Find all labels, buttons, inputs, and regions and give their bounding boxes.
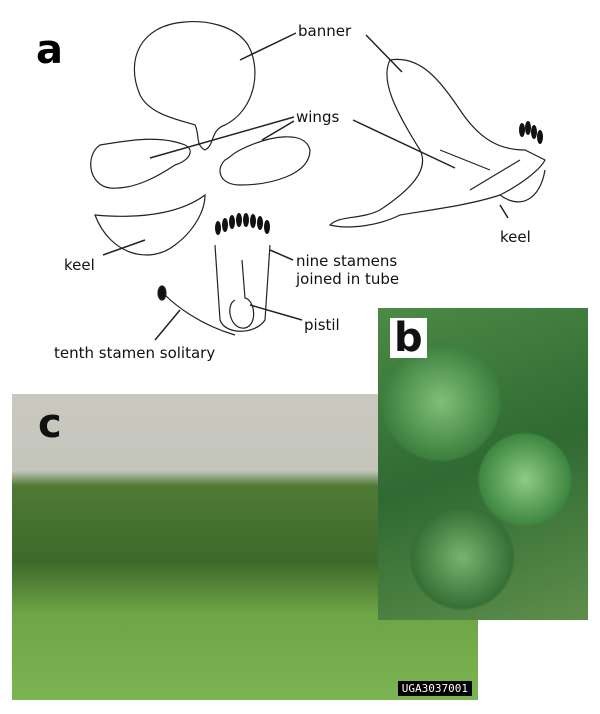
label-keel-right: keel xyxy=(500,228,531,246)
flower-drawing xyxy=(90,21,546,341)
banner-petal xyxy=(133,21,256,151)
label-pistil: pistil xyxy=(304,316,340,334)
panel-label-c: c xyxy=(38,401,62,447)
panel-label-b: b xyxy=(390,318,427,358)
wing-right xyxy=(219,136,311,186)
tenth-stamen xyxy=(164,294,236,336)
label-wings: wings xyxy=(296,108,340,126)
leader-lines xyxy=(102,32,509,341)
label-stamens-line2: joined in tube xyxy=(296,270,400,288)
panel-label-a: a xyxy=(36,27,63,73)
label-keel-left: keel xyxy=(64,256,95,274)
pistil-shape xyxy=(229,259,255,329)
stamen-tube xyxy=(214,244,271,332)
photo-id-tag: UGA3037001 xyxy=(397,681,472,696)
label-stamens-line1: nine stamens xyxy=(296,252,398,270)
label-tenth-stamen: tenth stamen solitary xyxy=(54,344,216,362)
label-banner: banner xyxy=(298,22,352,40)
clover-photo: b xyxy=(378,308,588,620)
anthers xyxy=(215,121,543,235)
wing-left xyxy=(90,138,191,189)
side-flower xyxy=(328,58,546,228)
keel-petal xyxy=(94,193,206,256)
